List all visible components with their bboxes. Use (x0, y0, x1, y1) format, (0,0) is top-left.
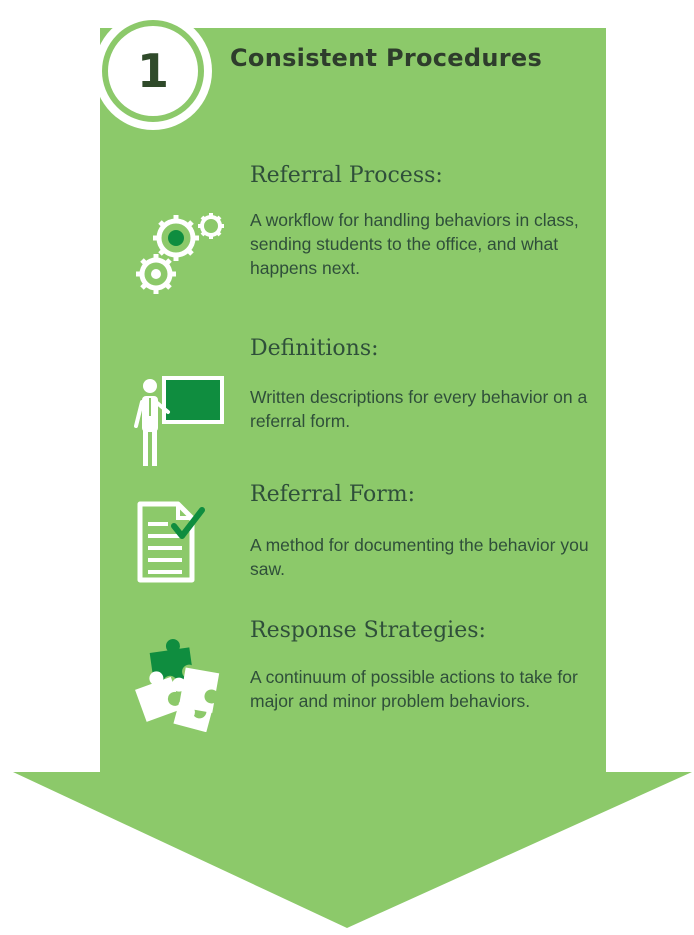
section-description: A workflow for handling behaviors in cla… (250, 210, 579, 278)
section-description: Written descriptions for every behavior … (250, 387, 588, 431)
checklist-document-icon (137, 501, 205, 583)
step-number-badge: 1 (94, 12, 212, 130)
main-title: Consistent Procedures (230, 44, 543, 72)
section-description: A method for documenting the behavior yo… (250, 535, 589, 579)
section-description: A continuum of possible actions to take … (250, 667, 578, 711)
section-referral-process: Referral Process: A workflow for handlin… (250, 163, 590, 280)
gears-icon (136, 213, 224, 294)
section-heading: Response Strategies: (250, 618, 486, 643)
teacher-board-icon (134, 376, 224, 466)
section-response-strategies: Response Strategies: A continuum of poss… (250, 618, 590, 713)
puzzle-pieces-icon (135, 639, 220, 732)
section-heading: Referral Form: (250, 482, 416, 507)
section-heading: Referral Process: (250, 163, 443, 188)
section-heading: Definitions: (250, 336, 379, 361)
step-number: 1 (136, 44, 169, 98)
step-number-ring: 1 (102, 20, 204, 122)
section-referral-form: Referral Form: A method for documenting … (250, 482, 590, 581)
section-definitions: Definitions: Written descriptions for ev… (250, 336, 590, 433)
